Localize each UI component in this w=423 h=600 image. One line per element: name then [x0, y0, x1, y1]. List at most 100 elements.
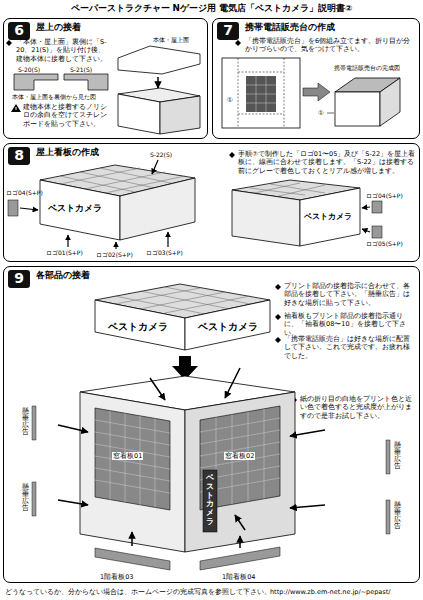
note-text: プリント部品の接着指示に合わせて、各部品を接着して下さい。「懸垂広告」は好きな場… [284, 282, 416, 307]
step-number: 6 [8, 22, 30, 40]
hanging-ad [32, 406, 36, 440]
assembly-arrow [20, 208, 38, 210]
part-label: ロゴ05(S+P) [366, 240, 403, 248]
side-sign [203, 470, 217, 532]
hanging-ad [386, 500, 390, 534]
sign-face [300, 188, 360, 246]
building-wall [160, 96, 200, 134]
logo-part [8, 200, 18, 216]
sign-face [120, 178, 195, 240]
step8-art [8, 152, 382, 249]
stand-side [380, 78, 400, 126]
vertical-label: 懸垂広告 [22, 484, 29, 513]
callout-number: ① [318, 109, 324, 117]
part-label: 本体・屋上面を裏側から見た図 [12, 93, 96, 101]
fold-line [238, 114, 284, 115]
fold-line [284, 58, 285, 128]
part-label: S-21(S) [70, 66, 92, 74]
sign-face [40, 180, 120, 240]
assembly-arrow [67, 235, 68, 247]
bullet-diamond [235, 40, 241, 46]
assembly-arrow [290, 505, 325, 508]
step-number: 8 [8, 147, 30, 165]
assembly-arrow [362, 207, 370, 208]
window-panel [95, 408, 170, 510]
window-grid [95, 411, 170, 508]
leader-line [327, 113, 334, 114]
step-heading: 屋上の接着 [36, 22, 81, 33]
display-print [246, 76, 276, 112]
assembly-arrow [58, 425, 88, 432]
bullet-diamond [275, 314, 281, 320]
logo-part [372, 201, 382, 213]
warning-icon [11, 104, 21, 112]
fold-line [238, 72, 284, 73]
part-label: ロゴ04(S+P) [6, 189, 43, 197]
part-label: S-22(S) [150, 151, 172, 159]
part-label: 1階看板04 [222, 573, 255, 581]
sign-face [185, 300, 270, 350]
hanging-ad [32, 482, 36, 516]
footer-text: どうなっているか、分からない場合は、ホームページの完成写真を参照して下さい。 [5, 588, 271, 596]
assembly-arrow [131, 532, 133, 546]
sign-text: ベストカメラ [48, 203, 102, 215]
ground-sign [95, 548, 170, 570]
process-arrow [303, 83, 330, 101]
part-label: ロゴ02(S+P) [96, 251, 133, 259]
assembly-arrow [152, 160, 158, 174]
page-title: ペーパーストラクチャー Nゲージ用 電気店「ベストカメラ」説明書② [0, 3, 423, 15]
note-text: 「携帯電話販売台」を6個組み立てます。折り目が分かりづらいので、気をつけて下さい… [245, 37, 415, 54]
sign-text: ベストカメラ [198, 320, 258, 333]
fold-line [238, 58, 239, 128]
part-label: 1階看板03 [100, 573, 133, 581]
building-wall [80, 392, 185, 552]
building-wall [118, 94, 160, 134]
assembly-arrow [157, 77, 159, 88]
footer-text: http://www.zb.em-net.ne.jp/~pepast/ [270, 588, 390, 596]
hanging-ad [386, 440, 390, 474]
part-label: 窓看板02 [224, 452, 255, 460]
roof-part [118, 46, 200, 74]
stand-front [335, 92, 380, 126]
note-text: 「携帯電話販売台」は好きな場所に配置して下さい。これで完成です。お疲れ様でした。 [284, 335, 416, 360]
note-text: 「本体・屋上面」裏側に「S-20、21(S)」を貼り付け後、建物本体に接着して下… [16, 38, 108, 63]
assembly-arrow [225, 368, 240, 398]
part-label: ロゴ01(S+P) [46, 249, 83, 257]
bullet-diamond [275, 284, 281, 290]
bullet-diamond [6, 40, 12, 46]
assembly-arrow [239, 536, 241, 548]
part-label: ロゴ03(S+P) [146, 249, 183, 257]
step-heading: 各部品の接着 [36, 270, 90, 281]
step-heading: 携帯電話販売台の作成 [245, 22, 335, 33]
warning-mark [16, 107, 17, 110]
part-label: 本体・屋上面 [152, 36, 190, 44]
sign-text: ベストカメラ [304, 212, 352, 222]
assembly-arrow [235, 515, 245, 530]
assembly-arrow [362, 229, 370, 232]
callout-number: ① [226, 96, 234, 104]
sign-text: ベストカメラ [206, 474, 214, 527]
sign-face [232, 190, 300, 246]
note-text: 袖看板もプリント部品の接着指示通りに、「袖看板08〜10」を接着して下さい。 [284, 312, 416, 337]
step-panel: 7 携帯電話販売台の作成 [212, 18, 420, 139]
note-text: 手順⑦で制作した「ロゴ01〜05」及び「S-22」を屋上看板に、線画に合わせて接… [238, 150, 416, 175]
part-label: S-20(S) [18, 66, 40, 74]
part-label: 携帯電話販売台の完成図 [334, 64, 400, 72]
note-text: 建物本体と接着するノリシロの余白を空けてスチレンボードを貼って下さい。 [23, 103, 109, 128]
vertical-label: 懸垂広告 [22, 408, 29, 437]
ground-sign [200, 547, 280, 570]
step-number: 7 [217, 22, 239, 40]
bullet-diamond [229, 152, 235, 158]
vertical-label: 懸垂広告 [394, 502, 401, 531]
assembly-arrow [150, 378, 165, 400]
part-label: 窓看板01 [112, 452, 143, 460]
sign-text: ベストカメラ [108, 320, 168, 333]
vertical-label: 懸垂広告 [394, 442, 401, 471]
sign-face [95, 300, 185, 350]
assembly-arrow [167, 232, 168, 247]
styrene-part [64, 74, 108, 90]
note-text: 紙の折り目の白地をプリント色と近い色で着色すると完成度が上がりますので是非お試し… [300, 395, 416, 420]
display-grid [246, 76, 276, 112]
step-number: 9 [8, 270, 30, 288]
